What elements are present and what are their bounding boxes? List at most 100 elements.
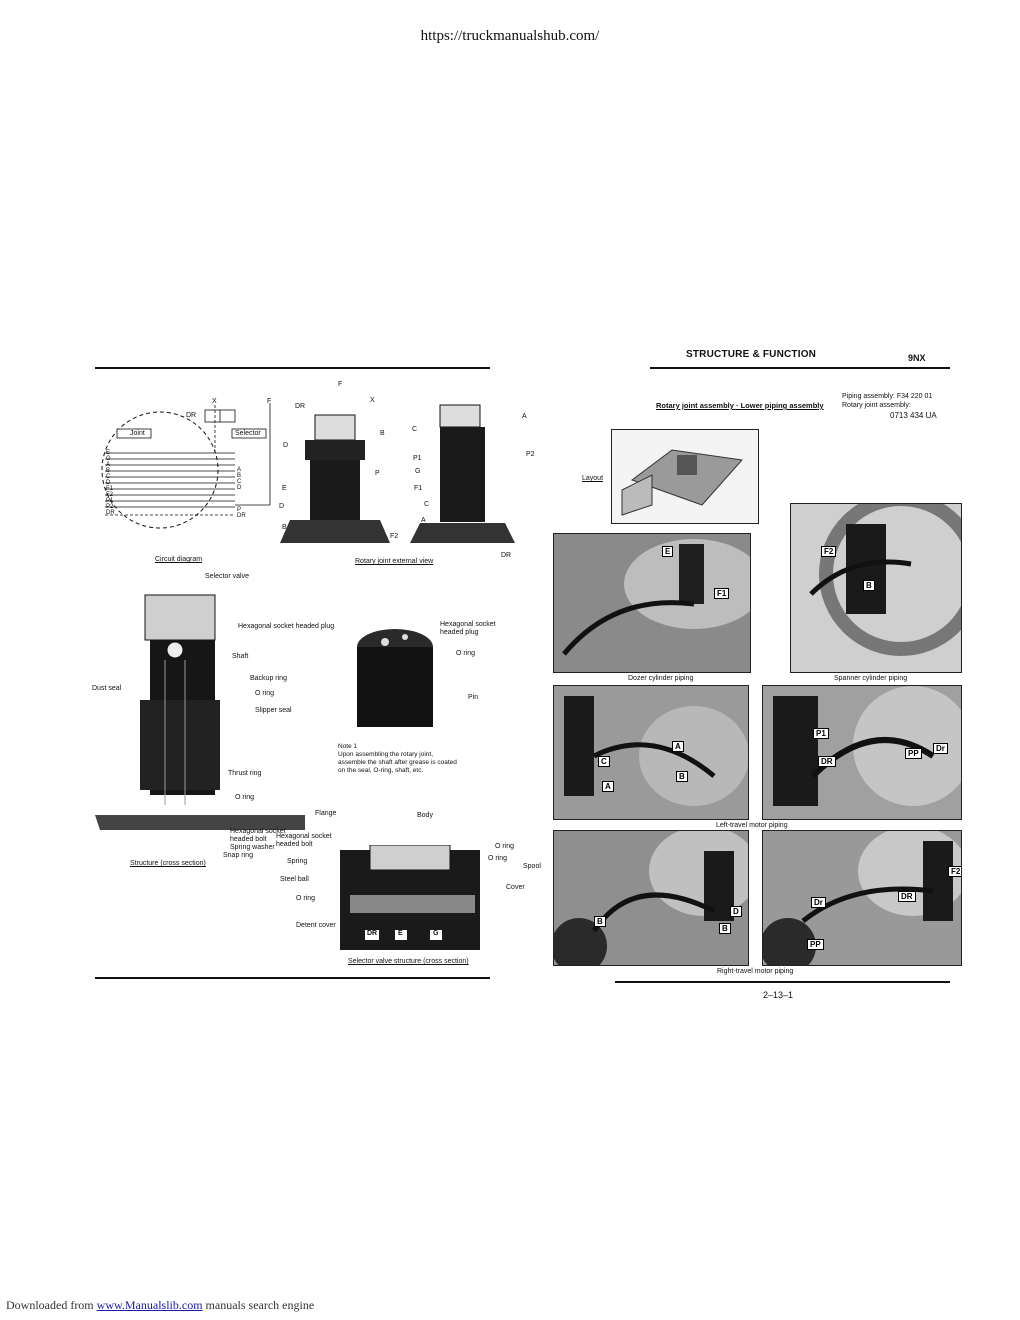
selector-label-body: Body (417, 812, 433, 819)
rotary-joint-detail-photo (355, 622, 435, 732)
selector-label-spool: Spool (523, 863, 541, 870)
detail-o-ring: O ring (456, 650, 476, 657)
note-line-2: assemble the shaft after grease is coate… (338, 759, 457, 766)
tag-dr-lower: Dr (811, 897, 826, 908)
selector-label-o-ring-r2: O ring (488, 855, 508, 862)
rotary-assembly-line: Rotary joint assembly: (842, 402, 911, 409)
ext-label-p1: P1 (413, 455, 422, 462)
ext-label-e: E (282, 485, 287, 492)
selector-label-o-ring-r1: O ring (495, 843, 515, 850)
ext-label-d: D (283, 442, 289, 449)
tag-b4: B (719, 923, 731, 934)
detail-hex-plug-2: headed plug (440, 629, 479, 636)
note-title: Note 1 (338, 743, 358, 750)
tag-d: D (730, 906, 742, 917)
label-flange: Flange (315, 810, 337, 817)
selector-structure-caption: Selector valve structure (cross section) (348, 958, 469, 965)
dozer-cylinder-photo[interactable]: E F1 (553, 533, 751, 673)
label-o-ring: O ring (255, 690, 275, 697)
circuit-caption: Circuit diagram (155, 556, 203, 563)
label-backup-ring: Backup ring (250, 675, 287, 682)
ext-label-p2: P2 (526, 451, 535, 458)
left-travel-photo-2[interactable]: P1 DR PP Dr (762, 685, 962, 820)
label-hex-bolt-2: headed bolt (230, 836, 267, 843)
circuit-top-dr: DR (186, 412, 197, 419)
tag-pp: PP (905, 748, 922, 759)
assembly-heading: Rotary joint assembly · Lower piping ass… (656, 401, 824, 410)
label-hex-bolt: Hexagonal socket (230, 828, 286, 835)
tag-e: E (662, 546, 674, 557)
right-bottom-rule (615, 981, 950, 983)
tag-f2: F2 (821, 546, 837, 557)
selector-label-hex-bolt: Hexagonal socket (276, 833, 332, 840)
note-line-3: on the seal, O-ring, shaft, etc. (338, 767, 424, 774)
source-url: https://truckmanualshub.com/ (420, 28, 600, 44)
tag-b3: B (594, 916, 606, 927)
download-footer: Downloaded from www.Manualslib.com manua… (6, 1298, 314, 1313)
right-travel-caption: Right-travel motor piping (717, 968, 794, 975)
left-travel-caption: Left-travel motor piping (716, 822, 788, 829)
ext-label-b2: B (282, 524, 287, 531)
left-bottom-rule (95, 977, 490, 979)
footer-prefix: Downloaded from (6, 1298, 97, 1312)
tag-b: B (863, 580, 875, 591)
rotary-joint-external-view (280, 404, 515, 543)
detail-pin: Pin (468, 694, 479, 701)
tag-dr-2: DR (898, 891, 916, 902)
selector-label-detent-cover: Detent cover (296, 922, 336, 929)
tag-f1: F1 (714, 588, 730, 599)
selector-valve-cross-section (340, 845, 480, 950)
spanner-cylinder-photo[interactable]: F2 B (790, 503, 962, 673)
selector-label-cover: Cover (506, 884, 525, 891)
left-top-rule (95, 367, 490, 369)
tag-a1: A (672, 741, 684, 752)
ext-label-f: F (338, 381, 343, 388)
circuit-top-x: X (212, 398, 217, 405)
footer-suffix: manuals search engine (202, 1298, 315, 1312)
label-o-ring-2: O ring (235, 794, 255, 801)
ext-label-a: A (522, 413, 527, 420)
label-selector-valve: Selector valve (205, 573, 249, 580)
page-number: 2–13–1 (763, 990, 794, 1000)
circuit-top-f: F (267, 398, 272, 405)
label-snap-ring: Snap ring (223, 852, 253, 859)
selector-tag-g: G (433, 930, 439, 937)
section-title: STRUCTURE & FUNCTION (686, 349, 817, 360)
tag-dr-small: Dr (933, 743, 948, 754)
label-dust-seal: Dust seal (92, 685, 122, 692)
ext-label-c: C (412, 426, 418, 433)
circuit-joint-label: Joint (130, 430, 145, 437)
manualslib-link[interactable]: www.Manualslib.com (96, 1298, 203, 1312)
manual-page: Joint Selector DR X F E G A B C D F1 F2 … (90, 340, 962, 1000)
label-slipper-seal: Slipper seal (255, 707, 292, 714)
ext-label-b: B (380, 430, 385, 437)
layout-photo (611, 429, 759, 524)
ext-label-f2: F2 (390, 533, 399, 540)
ext-label-x: X (370, 397, 375, 404)
left-travel-photo-1[interactable]: C A A B (553, 685, 749, 820)
ext-label-f1: F1 (414, 485, 423, 492)
assembly-note: Note 1 Upon assembling the rotary joint,… (338, 743, 508, 775)
ext-label-dr2: DR (501, 552, 512, 559)
circuit-right-ports: A B C D P DR (237, 467, 246, 519)
selector-label-hex-bolt-2: headed bolt (276, 841, 313, 848)
dozer-caption: Dozer cylinder piping (628, 675, 694, 682)
tag-p1: P1 (813, 728, 829, 739)
ext-label-p: P (375, 470, 380, 477)
ext-label-c2: C (424, 501, 430, 508)
ext-label-g: G (415, 468, 421, 475)
external-view-caption: Rotary joint external view (355, 558, 434, 565)
label-hex-plug: Hexagonal socket headed plug (238, 623, 335, 630)
circuit-selector-label: Selector (235, 430, 261, 437)
selector-tag-e: E (398, 930, 403, 937)
right-travel-photo-1[interactable]: B D B (553, 830, 749, 966)
right-top-rule (650, 367, 950, 369)
structure-cross-section (95, 594, 305, 830)
ext-label-a2: A (421, 517, 426, 524)
right-travel-photo-2[interactable]: Dr F2 DR PP (762, 830, 962, 966)
label-thrust-ring: Thrust ring (228, 770, 262, 777)
tag-dr: DR (818, 756, 836, 767)
selector-label-steel-ball: Steel ball (280, 876, 309, 883)
structure-caption: Structure (cross section) (130, 860, 206, 867)
label-shaft: Shaft (232, 653, 249, 660)
